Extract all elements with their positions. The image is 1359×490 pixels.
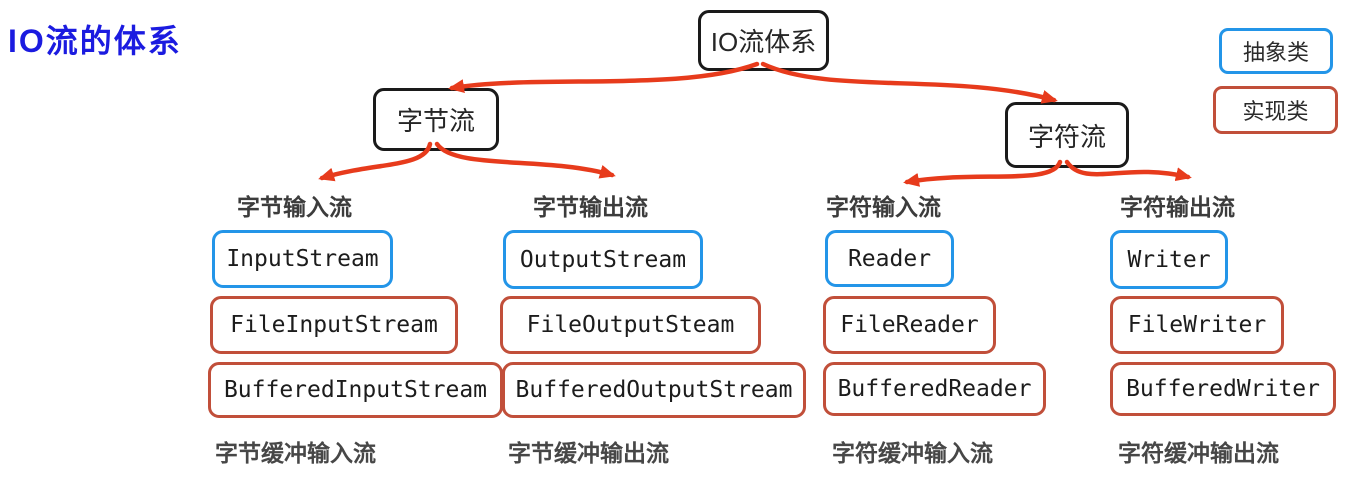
footer-byte-buffered-input: 字节缓冲输入流: [215, 440, 376, 466]
class-filewriter: FileWriter: [1110, 296, 1284, 354]
branch-byte-stream: 字节流: [373, 88, 499, 151]
class-writer: Writer: [1110, 230, 1228, 289]
legend-concrete-class: 实现类: [1213, 86, 1338, 134]
class-bufferedwriter: BufferedWriter: [1110, 362, 1336, 416]
footer-char-buffered-output: 字符缓冲输出流: [1118, 440, 1279, 466]
class-fileinputstream: FileInputStream: [210, 296, 458, 354]
class-filereader: FileReader: [823, 296, 996, 354]
column-header-byte-input: 字节输入流: [237, 194, 352, 220]
footer-char-buffered-input: 字符缓冲输入流: [832, 440, 993, 466]
class-bufferedreader: BufferedReader: [823, 362, 1046, 416]
root-node: IO流体系: [698, 10, 829, 71]
class-bufferedoutputstream: BufferedOutputStream: [502, 362, 806, 418]
footer-byte-buffered-output: 字节缓冲输出流: [508, 440, 669, 466]
class-bufferedinputstream: BufferedInputStream: [208, 362, 503, 418]
class-outputstream: OutputStream: [503, 230, 703, 289]
class-inputstream: InputStream: [212, 230, 393, 288]
legend-abstract-class: 抽象类: [1219, 28, 1333, 74]
column-header-byte-output: 字节输出流: [533, 194, 648, 220]
column-header-char-output: 字符输出流: [1120, 194, 1235, 220]
branch-char-stream: 字符流: [1005, 102, 1129, 168]
class-fileoutputsteam: FileOutputSteam: [500, 296, 761, 354]
class-reader: Reader: [825, 230, 954, 287]
column-header-char-input: 字符输入流: [826, 194, 941, 220]
page-title: IO流的体系: [8, 23, 182, 59]
